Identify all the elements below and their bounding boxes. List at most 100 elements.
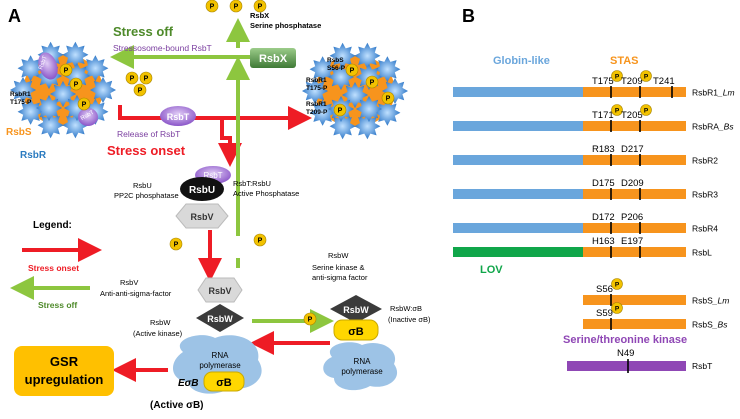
rna-pol-free-l1: RNA <box>354 357 372 366</box>
rsbw-right-node <box>330 295 382 323</box>
left-rsbr-star-9 <box>82 55 109 82</box>
rsbx-desc: Serine phosphatase <box>250 21 321 30</box>
row-5-name: RsbL <box>692 248 712 258</box>
phospho-label-a-4: P <box>144 76 149 83</box>
row-3-stas-domain <box>583 189 686 199</box>
phospho-icon-a-7 <box>69 77 83 91</box>
row-7-phospho-icon-0 <box>611 302 623 314</box>
rsbw-right-title: RsbW <box>328 251 349 260</box>
rsbt-bound-2 <box>78 108 98 126</box>
phospho-label-a-10: P <box>370 80 375 87</box>
phospho-icon-a-4 <box>139 71 153 85</box>
stressosome-bound-label: Stressosome-bound RsbT <box>113 43 212 53</box>
rsbt-released <box>160 106 196 126</box>
rsbt-bound-label: RsbT <box>38 55 49 71</box>
row-1-phospho-label-0: P <box>615 108 620 115</box>
stressosome-right: RsbS S56-P RsbR1 T175-P RsbR1 T209-P <box>302 42 408 140</box>
phospho-icon-a-6 <box>59 63 73 77</box>
rsbw-left-node <box>196 304 244 332</box>
rsbtu-desc: Active Phosphatase <box>233 189 299 198</box>
right-rsbr-star-2 <box>354 113 381 140</box>
rsbtu-title: RsbT:RsbU <box>233 179 271 188</box>
stressosome-left: RsbT RsbT RsbR1 T175-P RsbS RsbR <box>6 41 116 161</box>
phospho-icon-a-2 <box>253 0 267 13</box>
phospho-icon-a-13 <box>169 237 183 251</box>
left-rsbr-star-13 <box>36 95 62 121</box>
active-sigma-label: (Active σB) <box>150 400 204 411</box>
right-rsbr-star-5 <box>302 78 328 104</box>
phospho-label-a-13: P <box>174 242 179 249</box>
left-rsbr-star-5 <box>10 77 36 103</box>
gsr-line1: GSR <box>50 354 79 369</box>
row-0-phospho-icon-1 <box>640 70 652 82</box>
kinase-title: Serine/threonine kinase <box>563 334 687 346</box>
rsbx-node <box>250 48 296 68</box>
panel-a-label: A <box>8 6 21 26</box>
row-1-phospho-icon-1 <box>640 104 652 116</box>
phospho-label-a-0: P <box>210 4 215 11</box>
phospho-label-a-3: P <box>130 76 135 83</box>
rsbw-left-desc: (Active kinase) <box>133 329 183 338</box>
release-label: Release of RsbT <box>117 129 180 139</box>
row-4-site-label-1: P206 <box>621 212 643 223</box>
legend-title: Legend: <box>33 220 72 231</box>
row-0-site-label-0: T175 <box>592 76 614 87</box>
left-rsbr-star-6 <box>17 55 44 82</box>
gsr-box <box>14 346 114 396</box>
row-4-name: RsbR4 <box>692 224 718 234</box>
row-2-name: RsbR2 <box>692 156 718 166</box>
right-rsbr-star-1 <box>374 99 401 126</box>
rsbx-node-label: RsbX <box>259 53 288 65</box>
row-7-name: RsbS_Bs <box>692 320 728 330</box>
right-rsbr1-b: RsbR1 <box>306 101 327 108</box>
row-5-nterm-domain <box>453 247 583 257</box>
phospho-icon-a-0 <box>205 0 219 13</box>
sigma-b-active-label: σB <box>216 377 232 389</box>
left-rsbr1-label: RsbR1 <box>10 91 31 98</box>
stress-onset-label: Stress onset <box>107 143 186 158</box>
rsbv-node-label: RsbV <box>208 286 231 296</box>
rsbv-p-node <box>175 203 229 229</box>
row-1-nterm-domain <box>453 121 583 131</box>
rna-pol-free-l2: polymerase <box>341 367 383 376</box>
rsbw-right-desc2: anti-sigma factor <box>312 273 368 282</box>
right-rsbs-label: RsbS <box>327 57 344 64</box>
rsbt-to-rsbu-arrow <box>218 118 242 167</box>
rsbt-site-label: N49 <box>617 348 634 359</box>
phospho-label-a-15: P <box>308 317 313 324</box>
row-2-stas-domain <box>583 155 686 165</box>
rsbt-bound <box>38 52 58 80</box>
stress-onset-arrow <box>118 105 312 130</box>
esigma-label: EσB <box>178 378 199 389</box>
row-0-phospho-label-1: P <box>644 74 649 81</box>
rsbt-released-label: RsbT <box>167 112 190 122</box>
phospho-icon-a-14 <box>253 233 267 247</box>
phospho-label-a-12: P <box>338 108 343 115</box>
gsr-line2: upregulation <box>25 372 104 387</box>
phospho-icon-a-9 <box>345 63 359 77</box>
row-1-phospho-icon-0 <box>611 104 623 116</box>
right-rsbr-star-4 <box>309 99 336 126</box>
row-6-phospho-label-0: P <box>615 282 620 289</box>
row-3-site-label-0: D175 <box>592 178 615 189</box>
phospho-icon-a-3 <box>125 71 139 85</box>
phospho-icon-a-11 <box>381 91 395 105</box>
phospho-icon-a-12 <box>333 103 347 117</box>
row-6-name: RsbS_Lm <box>692 296 729 306</box>
rsbu-title: RsbU <box>133 181 152 190</box>
rsbw-right-desc1: Serine kinase & <box>312 263 365 272</box>
right-rsbr-star-9 <box>374 56 401 83</box>
row-1-site-label-0: T171 <box>592 110 614 121</box>
phospho-icon-a-1 <box>229 0 243 13</box>
phospho-icon-a-15 <box>303 312 317 326</box>
row-0-name: RsbR1_Lm <box>692 88 735 98</box>
row-1-phospho-label-1: P <box>644 108 649 115</box>
left-rsbr-star-0 <box>90 77 116 103</box>
row-6-phospho-icon-0 <box>611 278 623 290</box>
row-1-site-label-1: T205 <box>621 110 643 121</box>
sigma-b-active <box>203 371 245 392</box>
row-7-stas-domain <box>583 319 686 329</box>
rsbw-left-label: RsbW <box>207 314 233 324</box>
